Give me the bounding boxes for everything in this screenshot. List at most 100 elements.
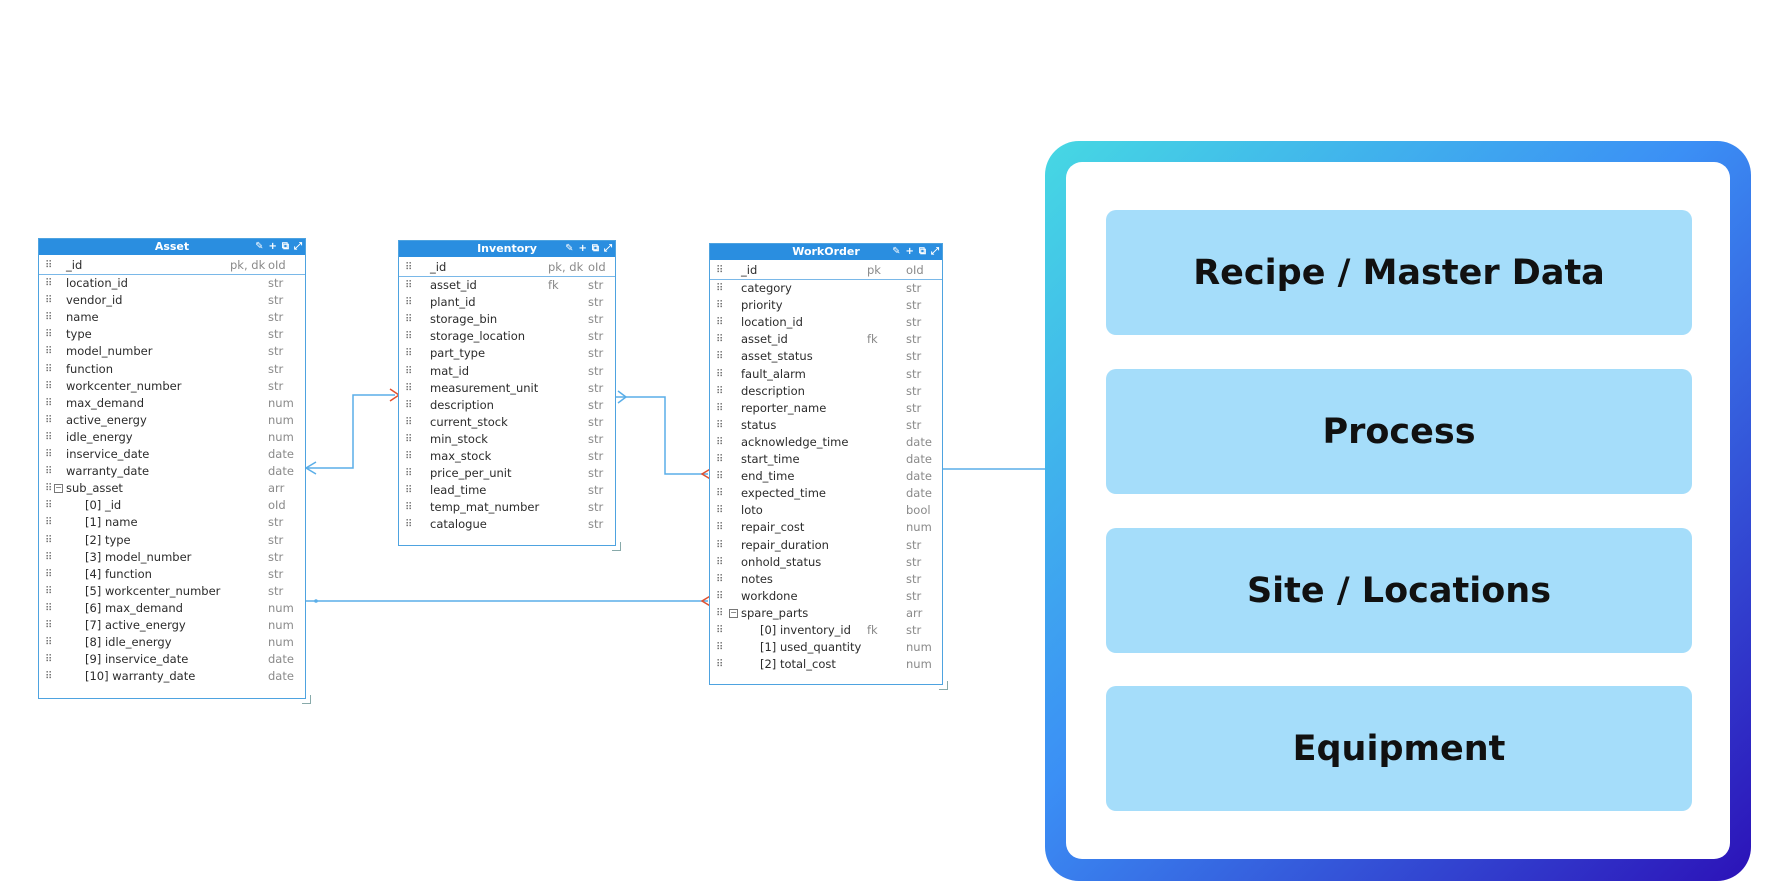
collapse-toggle-icon[interactable]: − (54, 483, 63, 494)
drag-handle-icon[interactable]: ⠿ (405, 519, 412, 531)
panel-item-process[interactable]: Process (1106, 369, 1692, 494)
drag-handle-icon[interactable]: ⠿ (45, 431, 52, 443)
open-external-icon[interactable]: ⧉ (281, 241, 289, 252)
drag-handle-icon[interactable]: ⠿ (45, 312, 52, 324)
drag-handle-icon[interactable]: ⠿ (405, 502, 412, 514)
drag-handle-icon[interactable]: ⠿ (716, 642, 723, 654)
drag-handle-icon[interactable]: ⠿ (45, 637, 52, 649)
drag-handle-icon[interactable]: ⠿ (45, 295, 52, 307)
plus-icon[interactable]: + (268, 241, 277, 252)
open-external-icon[interactable]: ⧉ (918, 246, 926, 257)
drag-handle-icon[interactable]: ⠿ (716, 436, 723, 448)
drag-handle-icon[interactable]: ⠿ (405, 399, 412, 411)
drag-handle-icon[interactable]: ⠿ (405, 348, 412, 360)
plus-icon[interactable]: + (578, 243, 587, 254)
drag-handle-icon[interactable]: ⠿ (405, 262, 412, 273)
resize-handle-icon[interactable] (302, 695, 311, 704)
drag-handle-icon[interactable]: ⠿ (405, 331, 412, 343)
pin-icon[interactable]: ✎ (892, 246, 901, 257)
drag-handle-icon[interactable]: ⠿ (405, 280, 412, 292)
drag-handle-icon[interactable]: ⠿ (716, 607, 723, 619)
resize-handle-icon[interactable] (612, 542, 621, 551)
pin-icon[interactable]: ✎ (565, 243, 574, 254)
collapse-toggle-icon[interactable]: − (729, 607, 738, 618)
expand-icon[interactable]: ⤢ (604, 243, 612, 254)
expand-icon[interactable]: ⤢ (931, 246, 939, 257)
drag-handle-icon[interactable]: ⠿ (716, 283, 723, 295)
drag-handle-icon[interactable]: ⠿ (45, 619, 52, 631)
drag-handle-icon[interactable]: ⠿ (716, 573, 723, 585)
drag-handle-icon[interactable]: ⠿ (716, 471, 723, 483)
entity-header[interactable]: Asset✎+⧉⤢ (39, 239, 305, 255)
drag-handle-icon[interactable]: ⠿ (45, 414, 52, 426)
drag-handle-icon[interactable]: ⠿ (405, 451, 412, 463)
plus-icon[interactable]: + (905, 246, 914, 257)
drag-handle-icon[interactable]: ⠿ (405, 468, 412, 480)
drag-handle-icon[interactable]: ⠿ (405, 485, 412, 497)
drag-handle-icon[interactable]: ⠿ (716, 539, 723, 551)
drag-handle-icon[interactable]: ⠿ (45, 534, 52, 546)
drag-handle-icon[interactable]: ⠿ (405, 416, 412, 428)
drag-handle-icon[interactable]: ⠿ (716, 334, 723, 346)
drag-handle-icon[interactable]: ⠿ (716, 454, 723, 466)
drag-handle-icon[interactable]: ⠿ (45, 278, 52, 290)
drag-handle-icon[interactable]: ⠿ (716, 385, 723, 397)
drag-handle-icon[interactable]: ⠿ (405, 314, 412, 326)
drag-handle-icon[interactable]: ⠿ (716, 368, 723, 380)
drag-handle-icon[interactable]: ⠿ (716, 265, 723, 276)
panel-item-equipment[interactable]: Equipment (1106, 686, 1692, 811)
drag-handle-icon[interactable]: ⠿ (405, 297, 412, 309)
entity-header[interactable]: Inventory✎+⧉⤢ (399, 241, 615, 257)
drag-handle-icon[interactable]: ⠿ (716, 659, 723, 671)
drag-handle-icon[interactable]: ⠿ (45, 329, 52, 341)
drag-handle-icon[interactable]: ⠿ (45, 602, 52, 614)
drag-handle-icon[interactable]: ⠿ (45, 568, 52, 580)
drag-handle-icon[interactable]: ⠿ (45, 483, 52, 495)
